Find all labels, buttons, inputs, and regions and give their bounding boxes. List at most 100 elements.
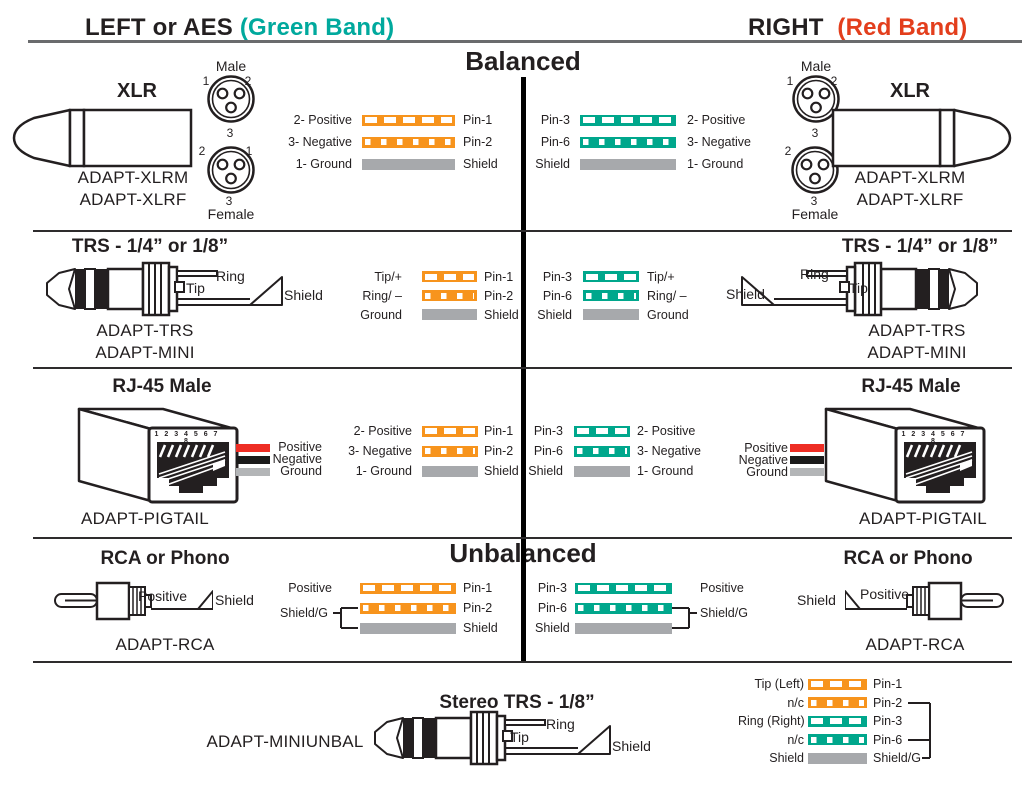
stereo-pin-map: Tip (Left) Pin-1 n/c Pin-2 Ring (Right) … [738,675,921,768]
trs-title-right: TRS - 1/4” or 1/8” [841,236,999,257]
row-divider-2 [33,367,1012,369]
xlr-male-label-right: Male [800,58,832,74]
pin-label: Shield [535,621,570,635]
header-right-band: (Red Band) [837,14,968,41]
wire-orange-dotted [422,290,477,301]
signal-label: Positive [700,581,744,595]
xlr-adapter-female-left: ADAPT-XLRF [79,190,187,209]
map-row: Shield [535,618,744,638]
pin-label: Pin-6 [537,601,567,615]
wire-green-dotted [575,602,672,614]
pin-label: Shield [463,621,498,635]
rj45-wire-red-left [236,444,270,452]
rj45-title-left: RJ-45 Male [112,376,212,397]
pin-label: Pin-2 [484,444,514,458]
trs-right-pin-map: Pin-3 Tip/+ Pin-6 Ring/ – Shield Ground [528,267,689,324]
rca-adapter-left: ADAPT-RCA [115,635,215,654]
xlr-female-pin3-right: 3 [810,194,818,208]
rj45-ground-label-left: Ground [280,464,322,478]
signal-label: n/c [787,732,804,747]
map-row: Pin-3 2- Positive [533,109,751,131]
wire-orange-dashed [362,114,455,126]
xlr-title-left: XLR [117,80,157,102]
rj45-wire-gray-left [236,468,270,476]
map-row: Pin-6 Ring/ – [528,286,689,305]
wire-orange-dotted [360,602,456,614]
rca-positive-label-left: Positive [138,588,188,604]
trs-tip-label-right: Tip [849,280,868,296]
stereo-shield-label: Shield [612,738,651,754]
header-left-band: (Green Band) [239,14,395,41]
map-row: n/c Pin-6 [738,731,921,750]
map-row: Shield Shield/G [738,749,921,768]
wire-shield-gray [583,309,639,320]
signal-label: Tip/+ [374,269,402,284]
stereo-adapter: ADAPT-MINIUNBAL [206,732,364,751]
rj45-negative-label-left: Negative [272,452,322,466]
xlr-left-pin-map: 2- Positive Pin-1 3- Negative Pin-2 1- G… [280,109,498,175]
wire-green-dashed [574,425,630,437]
wire-orange-dotted [808,697,867,709]
xlr-male-face-left-icon [207,75,255,123]
pin-label: Pin-1 [463,113,493,127]
row-divider-4 [33,661,1012,663]
wire-green-dashed [575,582,672,594]
map-row: Ground Shield [352,305,518,324]
pin-label: Pin-3 [537,581,567,595]
signal-label: Positive [288,581,332,595]
wire-shield-gray [574,465,630,477]
map-row: Shield Ground [528,305,688,324]
header-left: LEFT or AES (Green Band) [85,14,394,42]
pin-label: Pin-3 [540,113,570,127]
rj45-wire-black-left [236,456,270,464]
pin-label: Pin-1 [873,677,903,692]
xlr-female-face-left-icon [207,146,255,194]
rj45-positive-label-left: Positive [278,440,322,454]
xlr-title-right: XLR [890,80,930,102]
xlr-male-pin3-right: 3 [811,126,819,140]
wire-green-dashed [580,114,676,126]
rca-shieldg-label-right: Shield/G [700,606,748,620]
rj45-title-right: RJ-45 Male [861,376,961,397]
signal-label: Tip/+ [647,269,675,284]
pin-label: Pin-6 [533,444,563,458]
map-row: n/c Pin-2 [738,694,921,713]
signal-label: 3- Negative [348,444,412,458]
signal-label: 2- Positive [637,424,696,438]
wire-green-dashed [583,271,639,282]
wire-green-dotted [583,290,639,301]
xlr-adapter-male-right: ADAPT-XLRM [854,168,966,187]
trs-plug-right-drawing [741,261,978,317]
wire-green-dotted [808,734,867,746]
pin-label: Pin-3 [533,424,563,438]
balanced-heading: Balanced [465,46,581,76]
rj45-socket-pin-numbers-right: 1 2 3 4 5 6 7 8 [901,431,967,445]
signal-label: 2- Positive [293,113,352,127]
xlr-adapter-male-left: ADAPT-XLRM [77,168,189,187]
map-row: Pin-3 Positive [535,578,744,598]
rj45-wire-red-right [790,444,824,452]
trs-adapter-left: ADAPT-TRS [96,321,194,340]
map-row: Shield [280,618,498,638]
pin-label: Shield [535,157,570,171]
wire-orange-dotted [362,136,455,148]
pin-label: Pin-6 [873,732,903,747]
rj45-left-pin-map: 2- Positive Pin-1 3- Negative Pin-2 1- G… [340,421,519,481]
rj45-wire-black-right [790,456,824,464]
trs-ring-label-left: Ring [216,268,245,284]
map-row: 1- Ground Shield [340,461,519,481]
row-divider-1 [33,230,1012,232]
signal-label: Ring/ – [362,288,402,303]
trs-adapter-right: ADAPT-TRS [868,321,966,340]
xlr-female-label-right: Female [791,206,839,222]
rca-right-bracket [672,607,697,629]
stereo-bracket [908,702,931,759]
signal-label: Tip (Left) [754,677,804,692]
header-right: RIGHT (Red Band) [748,14,967,42]
trs-shield-label-right: Shield [726,286,765,302]
map-row: Pin-3 2- Positive [528,421,701,441]
signal-label: 1- Ground [637,464,694,478]
rj45-connector-left-drawing [77,407,239,504]
stereo-ring-label: Ring [546,716,575,732]
rca-shieldg-label-left: Shield/G [280,606,328,620]
